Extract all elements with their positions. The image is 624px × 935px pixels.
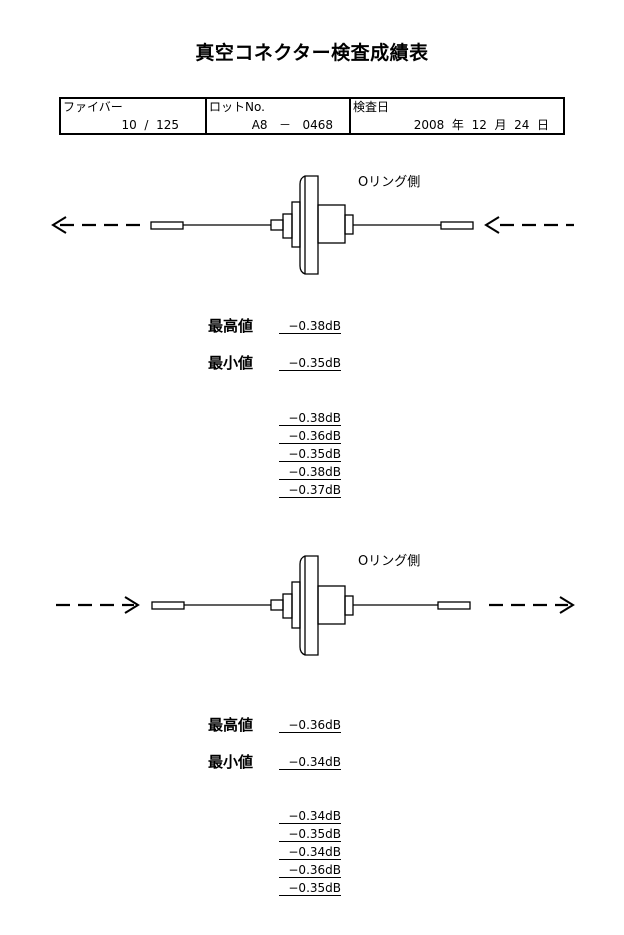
connector-tip [344, 214, 354, 235]
oring-side-label: Oリング側 [358, 175, 421, 190]
measurement-value: −0.35dB [279, 881, 341, 896]
arrow-left-icon [484, 216, 574, 234]
arrow-left-icon [51, 216, 140, 234]
min-label: 最小値 [208, 354, 254, 372]
measurement-value: −0.38dB [279, 465, 341, 480]
connector-flange [299, 555, 319, 656]
measurement-value: −0.36dB [279, 429, 341, 444]
max-value: −0.36dB [279, 718, 341, 733]
connector-body [317, 204, 346, 244]
connector-drawing [56, 555, 575, 656]
connector-step-3 [291, 201, 301, 248]
measurement-value: −0.35dB [279, 827, 341, 842]
connector-diagram-1: Oリング側 [0, 165, 624, 285]
connector-flange [299, 175, 319, 275]
date-cell: 検査日 2008 年 12 月 24 日 [351, 99, 563, 133]
max-label: 最高値 [208, 716, 254, 734]
connector-drawing [51, 175, 574, 275]
measurement-value: −0.37dB [279, 483, 341, 498]
left-ferrule [150, 221, 184, 230]
info-table: ファイバー 10 / 125 ロットNo. A8 － 0468 検査日 2008… [59, 97, 565, 135]
lot-cell: ロットNo. A8 － 0468 [207, 99, 351, 133]
fiber-label: ファイバー [63, 100, 123, 114]
right-ferrule [437, 601, 471, 610]
arrow-right-icon [489, 596, 575, 614]
connector-tip [344, 595, 354, 616]
connector-step-2 [282, 213, 293, 239]
oring-side-label: Oリング側 [358, 554, 421, 569]
max-value: −0.38dB [279, 319, 341, 334]
date-value: 2008 年 12 月 24 日 [413, 118, 549, 132]
right-ferrule [440, 221, 474, 230]
measurement-value: −0.36dB [279, 863, 341, 878]
connector-body [317, 585, 346, 625]
connector-diagram-2: Oリング側 [0, 545, 624, 665]
arrow-right-icon [56, 596, 140, 614]
measurement-value: −0.35dB [279, 447, 341, 462]
measurement-value: −0.34dB [279, 845, 341, 860]
measurement-value: −0.34dB [279, 809, 341, 824]
fiber-cell: ファイバー 10 / 125 [61, 99, 207, 133]
min-value: −0.35dB [279, 356, 341, 371]
connector-step-1 [270, 219, 284, 231]
measurement-value: −0.38dB [279, 411, 341, 426]
lot-label: ロットNo. [209, 100, 265, 114]
lot-value: A8 － 0468 [251, 118, 333, 132]
connector-step-1 [270, 599, 284, 611]
page-title: 真空コネクター検査成績表 [195, 42, 429, 64]
left-ferrule [151, 601, 185, 610]
min-value: −0.34dB [279, 755, 341, 770]
connector-step-3 [291, 581, 301, 629]
date-label: 検査日 [353, 100, 390, 114]
min-label: 最小値 [208, 753, 254, 771]
fiber-value: 10 / 125 [121, 118, 179, 132]
max-label: 最高値 [208, 317, 254, 335]
connector-step-2 [282, 593, 293, 619]
